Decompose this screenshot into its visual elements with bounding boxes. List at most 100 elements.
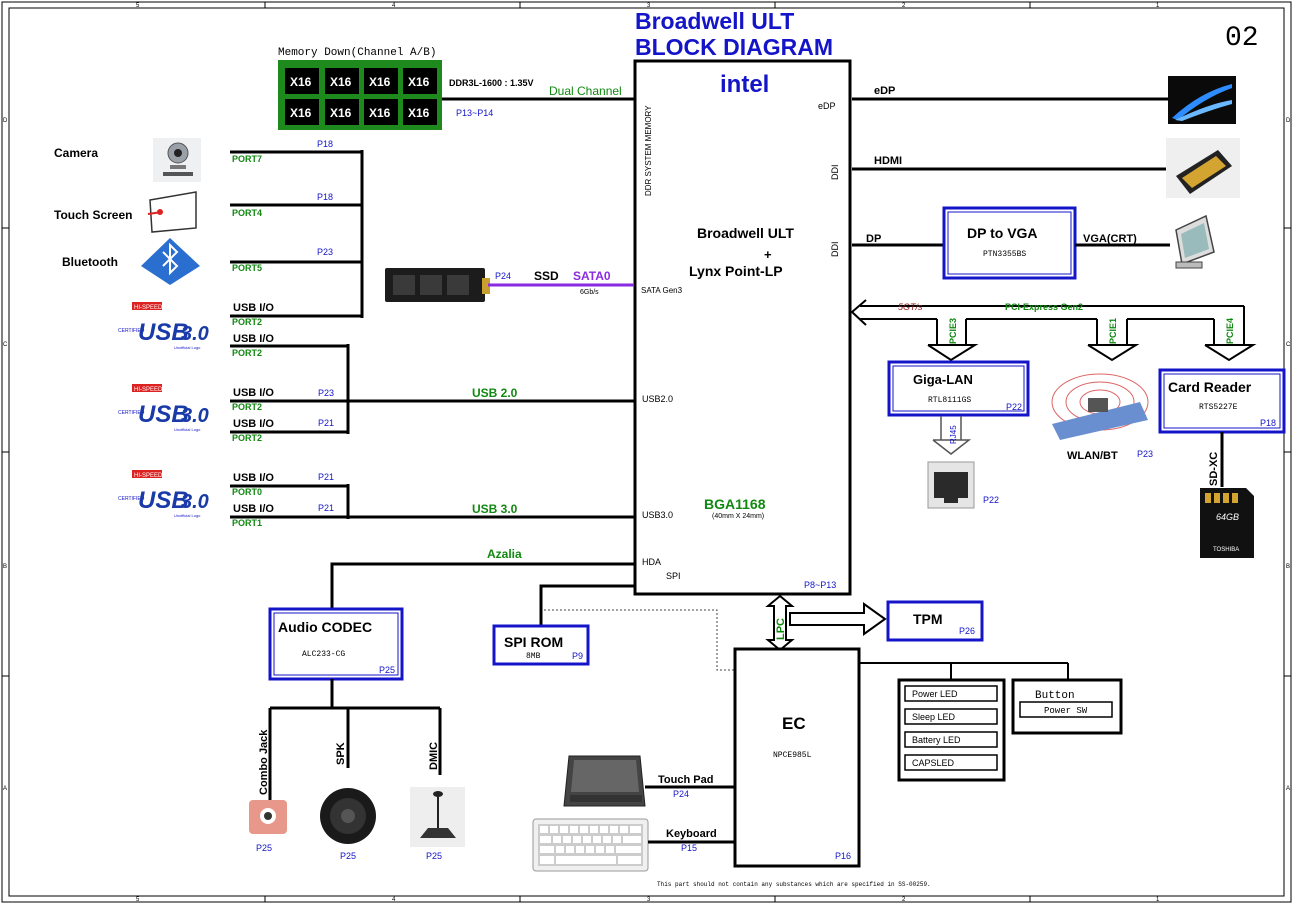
wlan-card-icon (1051, 373, 1149, 440)
usb20-bus-label: USB 2.0 (472, 386, 518, 400)
camera-icon (153, 138, 201, 182)
touchscreen-page: P18 (317, 192, 333, 202)
usb-logo-version: 3.0 (181, 323, 209, 345)
sd-card-brand: TOSHIBA (1213, 547, 1239, 553)
border-col-2: 2 (902, 3, 906, 9)
dp-to-vga-chip: PTN3355BS (983, 250, 1026, 259)
ec-chip: NPCE985L (773, 751, 812, 760)
usb-io-label: USB I/O (233, 387, 274, 399)
dmic-page: P25 (426, 851, 442, 861)
keyboard-icon (532, 818, 649, 872)
ssd-label: SSD (534, 269, 559, 283)
spk-page: P25 (340, 851, 356, 861)
usb-io-label: USB I/O (233, 302, 274, 314)
sata-speed: 6Gb/s (580, 289, 599, 296)
border-col-4: 4 (392, 3, 396, 9)
azalia-label: Azalia (487, 547, 522, 561)
border-col-3: 3 (647, 3, 651, 9)
usb-port-id: PORT1 (232, 518, 262, 528)
border-row-b: B (3, 564, 7, 570)
usb-io-label: USB I/O (233, 418, 274, 430)
cpu-name2: Lynx Point-LP (689, 263, 783, 279)
rj45-label: RJ45 (949, 425, 958, 444)
usb-port-page: P23 (318, 388, 334, 398)
cpu-pages: P8~P13 (804, 580, 836, 590)
wlan-page: P23 (1137, 449, 1153, 459)
footer-note: This part should not contain any substan… (657, 881, 931, 888)
dp-label: DP (866, 233, 881, 245)
page-number: 02 (1225, 23, 1259, 54)
memory-chips (285, 68, 437, 125)
audio-bus (268, 679, 442, 800)
border-row-b-r: B (1286, 564, 1290, 570)
card-reader-chip: RTS5227E (1199, 403, 1238, 412)
bluetooth-label: Bluetooth (62, 255, 118, 269)
usb-logo-brand: USB (138, 487, 189, 514)
memory-chip: X16 (290, 75, 312, 89)
camera-port: PORT7 (232, 154, 262, 164)
memory-chip: X16 (408, 106, 430, 120)
usb-logo-top: HI-SPEED (134, 305, 163, 311)
spk-label: SPK (335, 742, 347, 765)
laptop-panel-icon (1168, 76, 1236, 124)
cpu-pin-ddi2: DDI (830, 242, 840, 258)
giga-lan-title: Giga-LAN (913, 372, 973, 387)
keyboard-label: Keyboard (666, 828, 717, 840)
usb-logo-sub: Unofficial Logo (174, 513, 201, 518)
azalia-line (330, 562, 634, 608)
spi-rom-page: P9 (572, 651, 583, 661)
cpu-pin-usb3: USB3.0 (642, 510, 673, 520)
audio-codec-title: Audio CODEC (278, 619, 372, 635)
cpu-package-size: (40mm X 24mm) (712, 513, 764, 520)
spi-ec-dotted-line (544, 609, 734, 671)
crt-monitor-icon (1175, 214, 1215, 269)
spi-line (539, 584, 634, 626)
led-sleep: Sleep LED (912, 712, 956, 722)
vga-out-label: VGA(CRT) (1083, 233, 1137, 245)
pcie-bus (850, 299, 1257, 362)
memory-chip: X16 (369, 106, 391, 120)
usb-port-id: PORT2 (232, 348, 262, 358)
dp-to-vga-block (942, 206, 1077, 280)
pcie3-label: PCIE3 (948, 318, 958, 344)
usb-port-id: PORT2 (232, 433, 262, 443)
usb-port-id: PORT2 (232, 402, 262, 412)
card-reader-block (1158, 368, 1286, 434)
border-row-a-r: A (1286, 786, 1290, 792)
touchscreen-port: PORT4 (232, 208, 262, 218)
rj45-arrow (932, 416, 972, 455)
usb-logo-side: CERTIFIED (118, 328, 145, 334)
edp-label: eDP (874, 85, 895, 97)
memory-spec: DDR3L-1600 : 1.35V (449, 78, 534, 88)
tpm-page: P26 (959, 626, 975, 636)
usb-logo-top: HI-SPEED (134, 473, 163, 479)
giga-lan-chip: RTL8111GS (928, 396, 971, 405)
card-reader-page: P18 (1260, 418, 1276, 428)
cpu-pin-usb2: USB2.0 (642, 394, 673, 404)
button-title: Button (1035, 690, 1075, 702)
sata-bus-label: SATA0 (573, 269, 611, 283)
cpu-pin-ddi1: DDI (830, 165, 840, 181)
sd-card-capacity: 64GB (1216, 512, 1239, 522)
dmic-label: DMIC (428, 742, 440, 770)
touchpad-page: P24 (673, 789, 689, 799)
border-col-5b: 5 (136, 897, 140, 903)
usb-logo-3: HI-SPEED CERTIFIED USB 3.0 Unofficial Lo… (118, 470, 209, 518)
border-col-4b: 4 (392, 897, 396, 903)
border-row-a: A (3, 786, 7, 792)
bluetooth-port: PORT5 (232, 263, 262, 273)
usb-logo-sub: Unofficial Logo (174, 345, 201, 350)
audio-codec-chip: ALC233-CG (302, 650, 345, 659)
tpm-block (886, 600, 984, 642)
usb-logo-2: HI-SPEED CERTIFIED USB 3.0 Unofficial Lo… (118, 384, 209, 432)
tpm-title: TPM (913, 611, 943, 627)
tpm-arrow (789, 602, 887, 636)
usb-logo-1: HI-SPEED CERTIFIED USB 3.0 Unofficial Lo… (118, 302, 209, 350)
touchscreen-label: Touch Screen (54, 208, 132, 222)
ssd-page: P24 (495, 271, 511, 281)
bluetooth-icon (141, 238, 200, 285)
cpu-name1: Broadwell ULT (697, 225, 794, 241)
border-col-1b: 1 (1156, 897, 1160, 903)
power-switch-box (1019, 701, 1113, 718)
